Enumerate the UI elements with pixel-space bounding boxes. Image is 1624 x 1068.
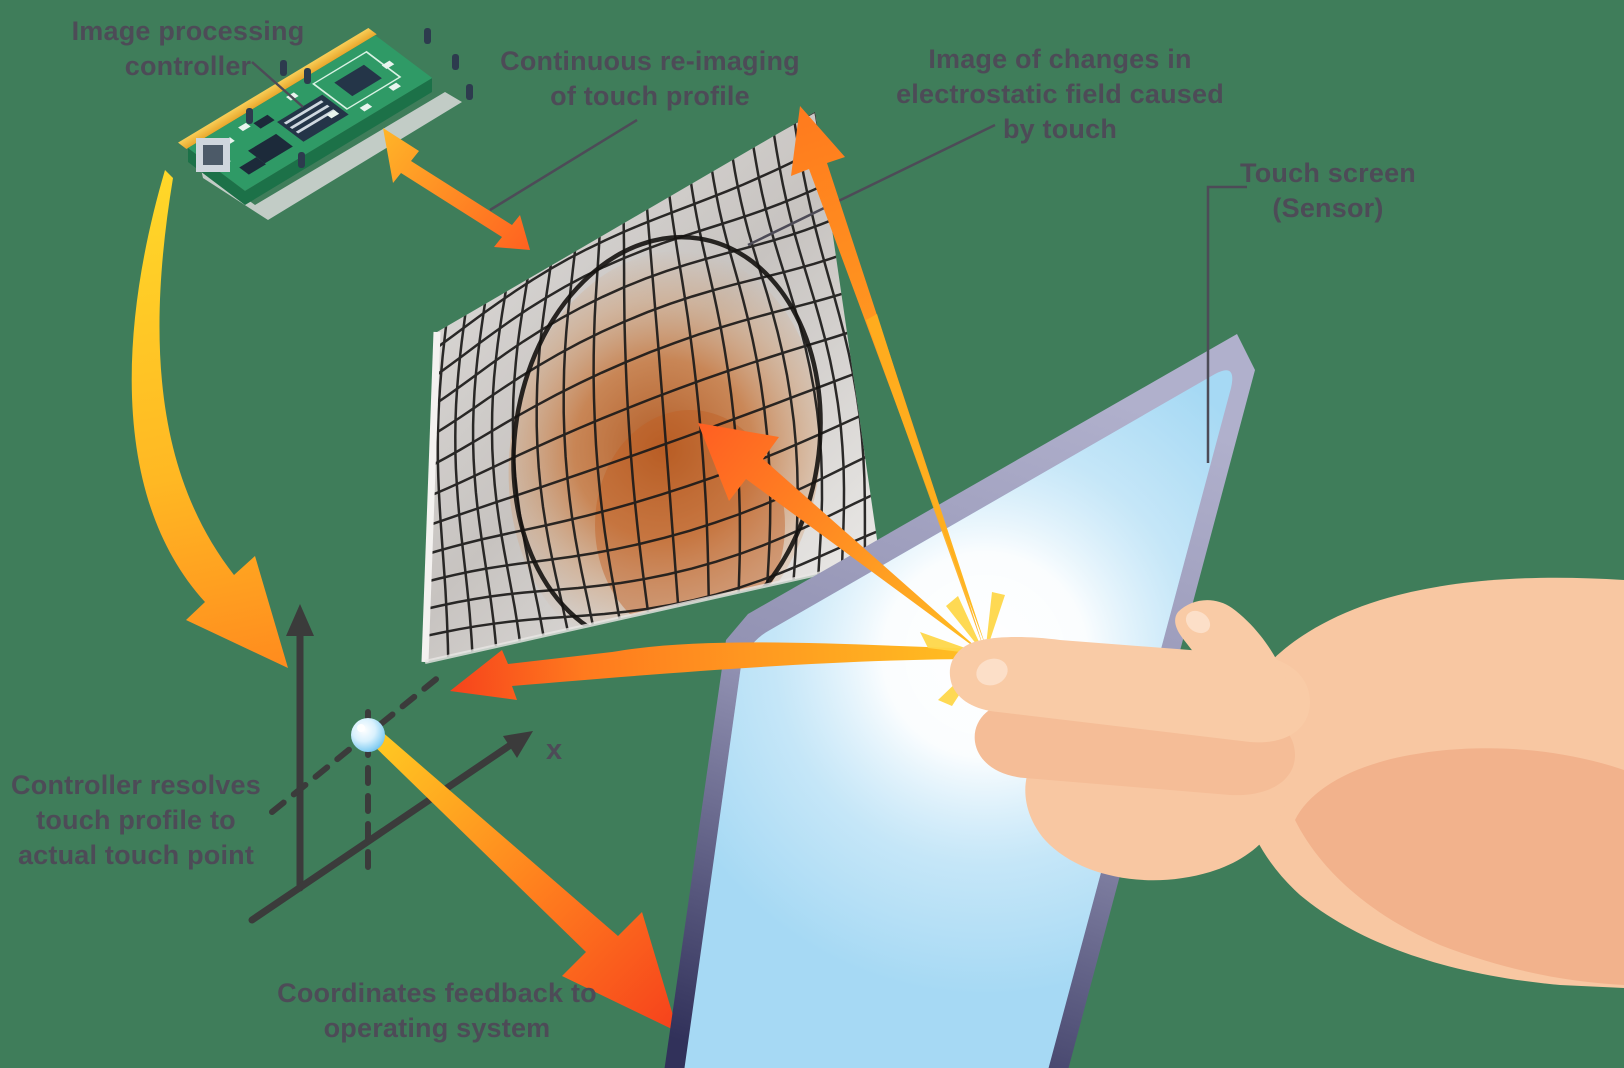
pcb-main-chip (277, 94, 349, 142)
mesh-grid-line (425, 326, 864, 502)
label-efield-image: Image of changes in electrostatic field … (896, 42, 1224, 147)
pcb-qfp-die (334, 64, 382, 97)
mesh-grid-line (425, 526, 880, 638)
coordinates-feedback-arrow (370, 730, 678, 1032)
label-line: touch profile to (36, 805, 236, 835)
mesh-grid-line (425, 289, 854, 473)
hand (949, 577, 1624, 988)
touch-ray-thin (866, 314, 985, 652)
label-line: Touch screen (1240, 158, 1416, 188)
mesh-bottom-edge-highlight (424, 558, 881, 664)
label-line: by touch (1002, 114, 1118, 144)
hand-shade (1295, 748, 1624, 985)
label-line: actual touch point (17, 840, 255, 870)
mesh-bulge (508, 251, 822, 659)
y-axis-arrowhead-icon (286, 604, 314, 636)
label-coordinates-feedback: Coordinates feedback to operating system (277, 976, 597, 1046)
label-line: Image of changes in (928, 44, 1192, 74)
label-image-processing-controller: Image processing controller (72, 14, 305, 84)
index-fingernail (976, 658, 1008, 686)
label-line: Continuous re-imaging (500, 46, 800, 76)
connector-efield (747, 123, 996, 247)
touch-to-coordinates-arrow (450, 642, 985, 700)
resolved-touch-point-sphere (351, 718, 385, 752)
arrows (131, 106, 1005, 706)
label-connectors (251, 61, 1247, 463)
mesh-left-edge-highlight (421, 331, 441, 663)
touch-profile-mesh (421, 112, 881, 664)
label-line: Image processing (71, 16, 305, 46)
board-to-coordinates-arrow (131, 170, 288, 668)
pcb-gold-edge-connector (178, 27, 377, 149)
connector-controller (251, 61, 304, 108)
connector-reimaging (489, 118, 638, 212)
label-line: (Sensor) (1272, 193, 1384, 223)
label-line: controller (124, 51, 252, 81)
pcb-pins (246, 28, 473, 168)
thumbnail (1185, 610, 1211, 634)
x-axis-arrowhead-icon (503, 731, 533, 758)
hand-thumb (1175, 600, 1294, 734)
mesh-grid-line (425, 366, 872, 530)
connector-touchscreen (1206, 185, 1247, 463)
label-touch-screen-sensor: Touch screen (Sensor) (1240, 156, 1416, 226)
mesh-grid-line (425, 448, 880, 584)
touch-to-profile-arrow (698, 423, 985, 655)
label-line: electrostatic field caused (896, 79, 1224, 109)
label-line: of touch profile (550, 81, 750, 111)
mesh-grid-line (425, 146, 822, 358)
label-continuous-reimaging: Continuous re-imaging of touch profile (500, 44, 800, 114)
label-controller-resolves: Controller resolves touch profile to act… (11, 768, 261, 873)
label-line: Coordinates feedback to (277, 978, 597, 1008)
label-line: Controller resolves (11, 770, 261, 800)
x-axis (248, 740, 516, 924)
mesh-grid-line (425, 182, 829, 386)
board-mesh-double-arrow (383, 128, 530, 250)
pcb-black-component (248, 133, 293, 164)
image-processing-controller-board (178, 27, 473, 220)
label-line: operating system (323, 1013, 551, 1043)
mesh-grid-line (425, 252, 845, 444)
pcb-shadow (200, 92, 462, 220)
mesh-grid-line (425, 217, 836, 415)
mesh-grid-lines (425, 112, 880, 662)
pcb-qfp-outline (312, 50, 402, 110)
x-axis-label: x (546, 734, 563, 766)
